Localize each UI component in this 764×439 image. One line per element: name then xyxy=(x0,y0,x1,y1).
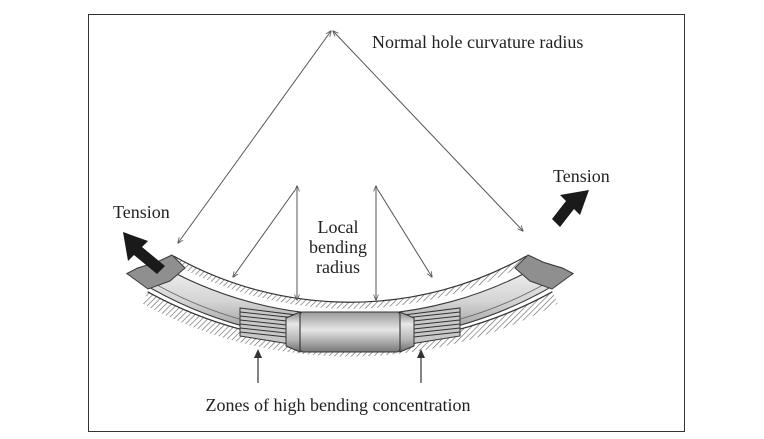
local-radius-diagonal-left xyxy=(233,189,296,277)
normal-radius-line-right xyxy=(333,31,523,231)
hole-wall-upper xyxy=(172,256,528,309)
zone-arrow-right xyxy=(417,349,425,383)
local-label-line1: Local xyxy=(318,217,359,237)
tension-left-label: Tension xyxy=(113,202,170,222)
local-label-line2: bending xyxy=(309,237,367,257)
diagram-frame xyxy=(88,14,685,432)
stress-zone-left xyxy=(239,307,297,346)
normal-radius-line-left xyxy=(178,31,331,243)
local-radius-diagonal-right xyxy=(377,189,432,277)
tension-right-label: Tension xyxy=(553,166,610,186)
pipe-end-right xyxy=(514,254,574,290)
local-label-line3: radius xyxy=(316,257,360,277)
tension-arrow-right xyxy=(552,190,589,227)
tool-joint-collar xyxy=(285,311,415,353)
normal-radius-label: Normal hole curvature radius xyxy=(372,32,583,52)
hole-wall-upper-edge xyxy=(173,255,527,303)
zones-label: Zones of high bending concentration xyxy=(206,395,471,415)
zone-arrow-left xyxy=(254,349,262,383)
hole-wall-lower xyxy=(142,291,558,357)
tension-arrow-left xyxy=(123,232,165,274)
